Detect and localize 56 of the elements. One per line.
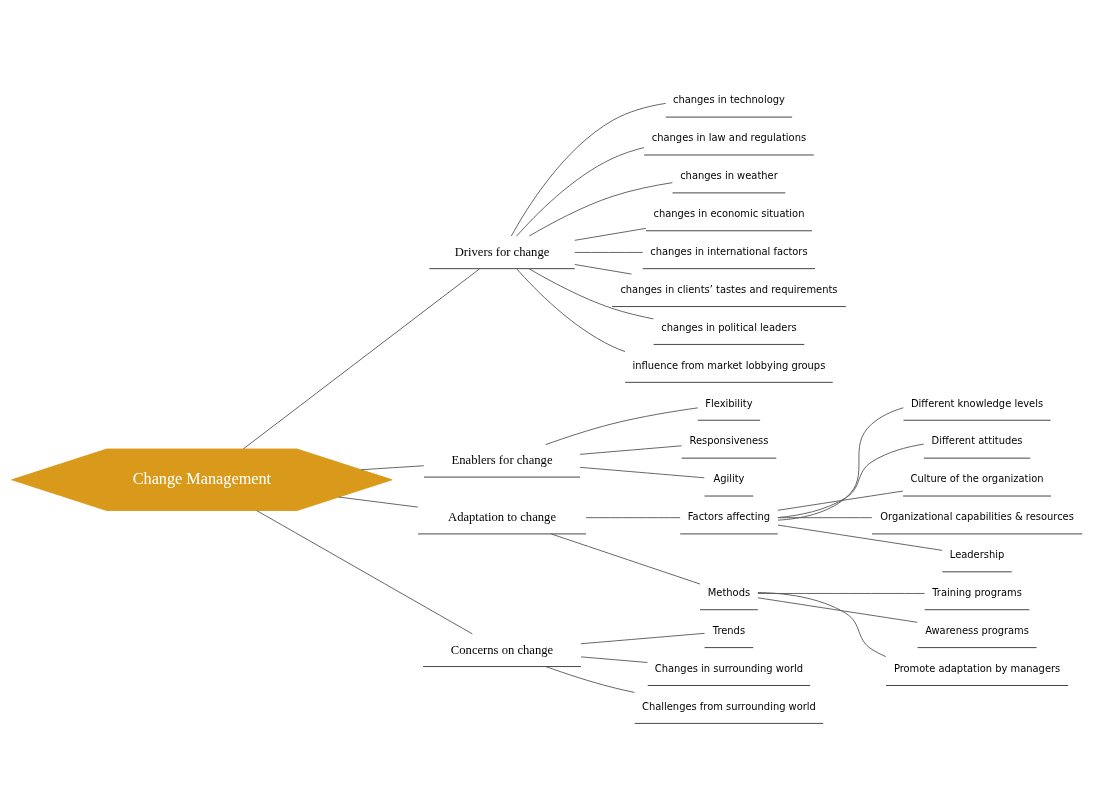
connector xyxy=(574,227,647,241)
node-text: Trends xyxy=(712,624,746,636)
node-text: influence from market lobbying groups xyxy=(632,359,826,371)
node-text: Culture of the organization xyxy=(910,473,1044,485)
node-text: Flexibility xyxy=(705,397,753,409)
node-text: changes in technology xyxy=(672,94,785,106)
node-text: Different attitudes xyxy=(931,435,1023,447)
node-text: Organizational capabilities & resources xyxy=(880,511,1074,523)
connector xyxy=(545,407,699,446)
node-text: changes in international factors xyxy=(650,245,808,257)
node-text: changes in weather xyxy=(680,170,778,182)
connector xyxy=(516,268,626,352)
connector xyxy=(516,147,645,237)
connector xyxy=(579,445,682,455)
node-text: Changes in surrounding world xyxy=(654,662,804,674)
connector xyxy=(580,632,705,645)
connector xyxy=(256,510,473,635)
node-text: changes in law and regulations xyxy=(651,132,807,144)
node-text: Methods xyxy=(707,587,751,598)
node-text: Awareness programs xyxy=(925,624,1029,636)
connector xyxy=(757,597,918,623)
connector xyxy=(777,524,943,551)
node-text: changes in clients’ tastes and requirements xyxy=(620,283,838,295)
connector xyxy=(777,517,873,519)
connector xyxy=(574,251,644,253)
node-text: Promote adaptation by managers xyxy=(893,662,1061,674)
connector xyxy=(585,517,681,519)
node-text: Adaptation to change xyxy=(448,510,557,525)
connector xyxy=(242,268,481,450)
node-text: Challenges from surrounding world xyxy=(641,700,816,712)
connector xyxy=(777,490,904,511)
connector xyxy=(360,465,425,471)
connector xyxy=(757,593,926,594)
node-text: Different knowledge levels xyxy=(910,397,1044,409)
node-text: Enablers for change xyxy=(451,453,553,468)
connector xyxy=(757,592,887,658)
connector xyxy=(510,102,667,237)
node-text: Drivers for change xyxy=(454,244,550,259)
node-text: changes in economic situation xyxy=(653,208,805,220)
connector xyxy=(528,268,654,320)
node-text: Factors affecting xyxy=(687,511,771,523)
node-text: Leadership xyxy=(949,549,1005,561)
node-text: Concerns on change xyxy=(450,642,554,657)
connector xyxy=(777,443,925,519)
connector xyxy=(579,466,705,479)
connector xyxy=(528,182,673,237)
connector xyxy=(338,496,419,508)
connector xyxy=(574,264,632,275)
node-text: Responsiveness xyxy=(689,435,769,447)
connector xyxy=(580,656,648,663)
connector xyxy=(777,407,904,521)
node-text: changes in political leaders xyxy=(661,321,797,333)
connector xyxy=(550,533,701,585)
node-text: Training programs xyxy=(932,587,1022,598)
connector xyxy=(545,666,635,693)
node-text: Agility xyxy=(713,473,745,485)
